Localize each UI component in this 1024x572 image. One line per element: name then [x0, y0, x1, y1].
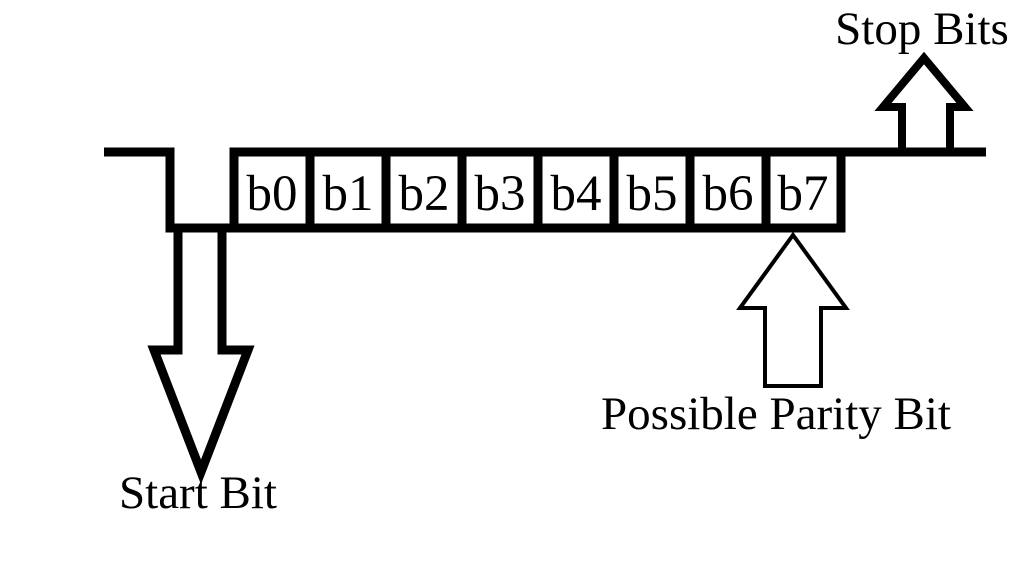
parity-bit-arrow-icon: [736, 231, 850, 388]
bit-label-b7: b7: [777, 166, 829, 222]
bit-label-b4: b4: [550, 166, 602, 222]
start-bit-label: Start Bit: [119, 467, 277, 519]
bit-label-b1: b1: [322, 166, 374, 222]
stop-bits-arrow-icon: [874, 51, 974, 152]
bit-label-b3: b3: [474, 166, 526, 222]
bit-label-b0: b0: [246, 166, 298, 222]
parity-bit-label: Possible Parity Bit: [601, 388, 951, 440]
bit-cell-dividers: [305, 152, 771, 228]
bit-label-b2: b2: [398, 166, 450, 222]
stop-bits-label: Stop Bits: [835, 3, 1009, 55]
start-bit-arrow-icon: [147, 226, 255, 485]
bit-label-b5: b5: [626, 166, 678, 222]
bit-label-b6: b6: [702, 166, 754, 222]
signal-line: [104, 147, 986, 233]
